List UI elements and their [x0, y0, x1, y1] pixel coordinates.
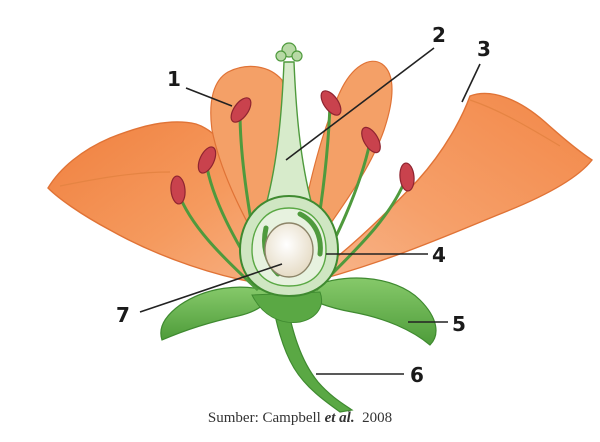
label-6: 6	[410, 363, 424, 387]
leader-lines	[139, 47, 481, 375]
label-3: 3	[477, 37, 491, 61]
petal-left-ridge	[59, 171, 171, 187]
anthers	[170, 90, 415, 205]
caption-prefix: Sumber: Campbell	[207, 410, 325, 426]
sepal-left	[160, 286, 273, 341]
sepal-center	[251, 291, 323, 324]
label-7: 7	[116, 303, 130, 327]
sepal-right	[298, 277, 437, 346]
stem	[271, 299, 354, 413]
petal-right-ridge	[469, 99, 561, 147]
label-2: 2	[432, 23, 446, 47]
label-4: 4	[432, 243, 446, 267]
label-5: 5	[452, 312, 466, 336]
caption-emph: et al.	[324, 410, 355, 426]
ovule	[264, 222, 314, 278]
stigma	[275, 42, 303, 62]
caption-suffix: 2008	[354, 410, 393, 426]
label-1: 1	[167, 67, 181, 91]
source-caption: Sumber: Campbell et al. 2008	[0, 410, 600, 427]
